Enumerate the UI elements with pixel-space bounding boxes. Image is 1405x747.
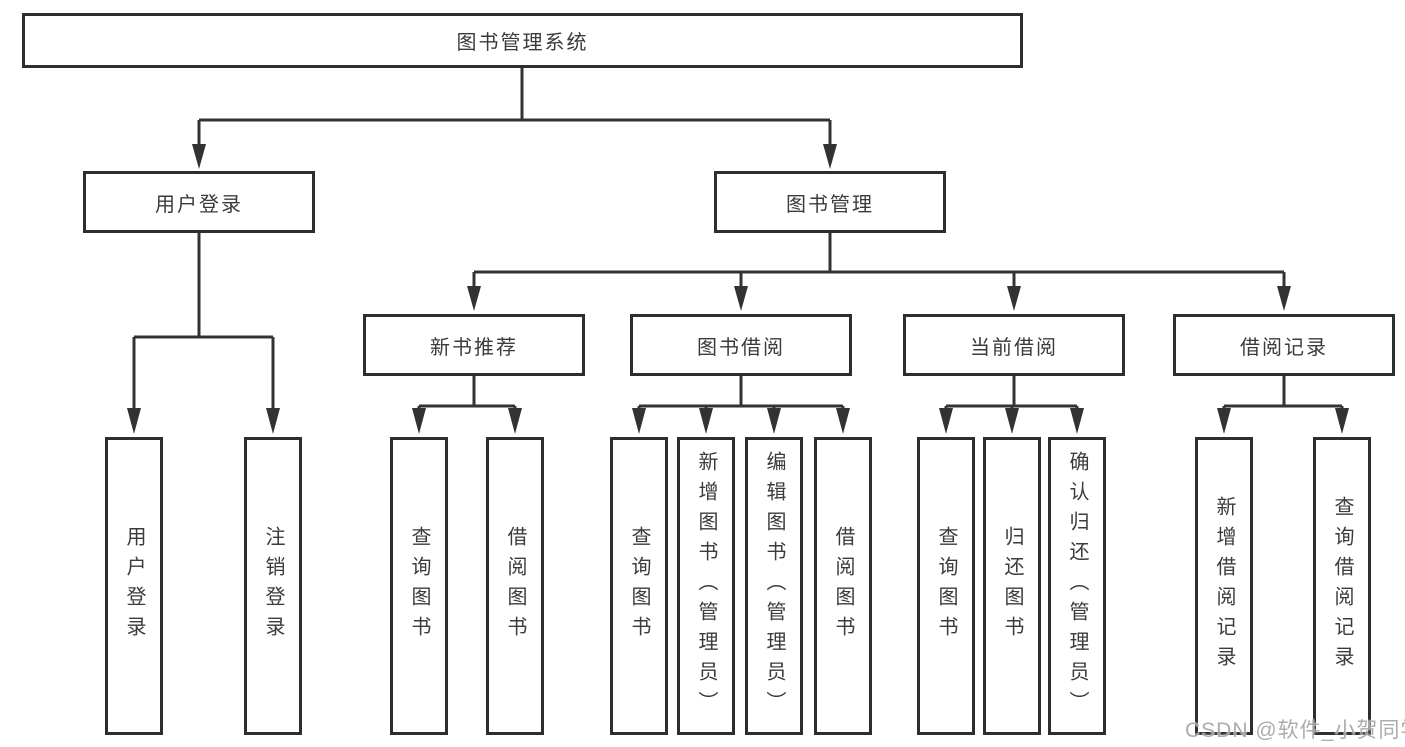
- node-new-book-recommend-label: 新书推荐: [430, 336, 518, 359]
- node-book-borrow: 图书借阅: [630, 314, 852, 376]
- leaf-add-borrow-record-label: 新增借阅记录: [1213, 496, 1235, 676]
- leaf-edit-book-admin-label: 编辑图书（管理员）: [763, 451, 785, 721]
- leaf-return-book: 归还图书: [983, 437, 1041, 735]
- leaf-user-login: 用户登录: [105, 437, 163, 735]
- leaf-recommend-query-book-label: 查询图书: [408, 526, 430, 646]
- leaf-borrow-book-label: 借阅图书: [832, 526, 854, 646]
- leaf-confirm-return-admin-label: 确认归还（管理员）: [1066, 451, 1088, 721]
- node-current-borrow: 当前借阅: [903, 314, 1125, 376]
- node-book-management-label: 图书管理: [786, 193, 874, 216]
- leaf-logout: 注销登录: [244, 437, 302, 735]
- node-new-book-recommend: 新书推荐: [363, 314, 585, 376]
- node-root: 图书管理系统: [22, 13, 1023, 68]
- leaf-query-borrow-record-label: 查询借阅记录: [1331, 496, 1353, 676]
- leaf-borrow-book: 借阅图书: [814, 437, 872, 735]
- leaf-add-book-admin: 新增图书（管理员）: [677, 437, 735, 735]
- node-borrow-records: 借阅记录: [1173, 314, 1395, 376]
- leaf-logout-label: 注销登录: [262, 526, 284, 646]
- node-current-borrow-label: 当前借阅: [970, 336, 1058, 359]
- leaf-confirm-return-admin: 确认归还（管理员）: [1048, 437, 1106, 735]
- leaf-edit-book-admin: 编辑图书（管理员）: [745, 437, 803, 735]
- leaf-user-login-label: 用户登录: [123, 526, 145, 646]
- node-book-management: 图书管理: [714, 171, 946, 233]
- leaf-current-query-book-label: 查询图书: [935, 526, 957, 646]
- leaf-add-borrow-record: 新增借阅记录: [1195, 437, 1253, 735]
- node-book-borrow-label: 图书借阅: [697, 336, 785, 359]
- leaf-recommend-borrow-book-label: 借阅图书: [504, 526, 526, 646]
- node-user-login: 用户登录: [83, 171, 315, 233]
- watermark: CSDN @软件_小贺同学: [1185, 719, 1405, 742]
- node-user-login-label: 用户登录: [155, 193, 243, 216]
- leaf-query-borrow-record: 查询借阅记录: [1313, 437, 1371, 735]
- arrowhead-icons: [127, 144, 1349, 434]
- leaf-return-book-label: 归还图书: [1001, 526, 1023, 646]
- leaf-borrow-query-book: 查询图书: [610, 437, 668, 735]
- node-borrow-records-label: 借阅记录: [1240, 336, 1328, 359]
- node-root-label: 图书管理系统: [456, 32, 589, 54]
- leaf-add-book-admin-label: 新增图书（管理员）: [695, 451, 717, 721]
- leaf-current-query-book: 查询图书: [917, 437, 975, 735]
- leaf-recommend-query-book: 查询图书: [390, 437, 448, 735]
- leaf-recommend-borrow-book: 借阅图书: [486, 437, 544, 735]
- leaf-borrow-query-book-label: 查询图书: [628, 526, 650, 646]
